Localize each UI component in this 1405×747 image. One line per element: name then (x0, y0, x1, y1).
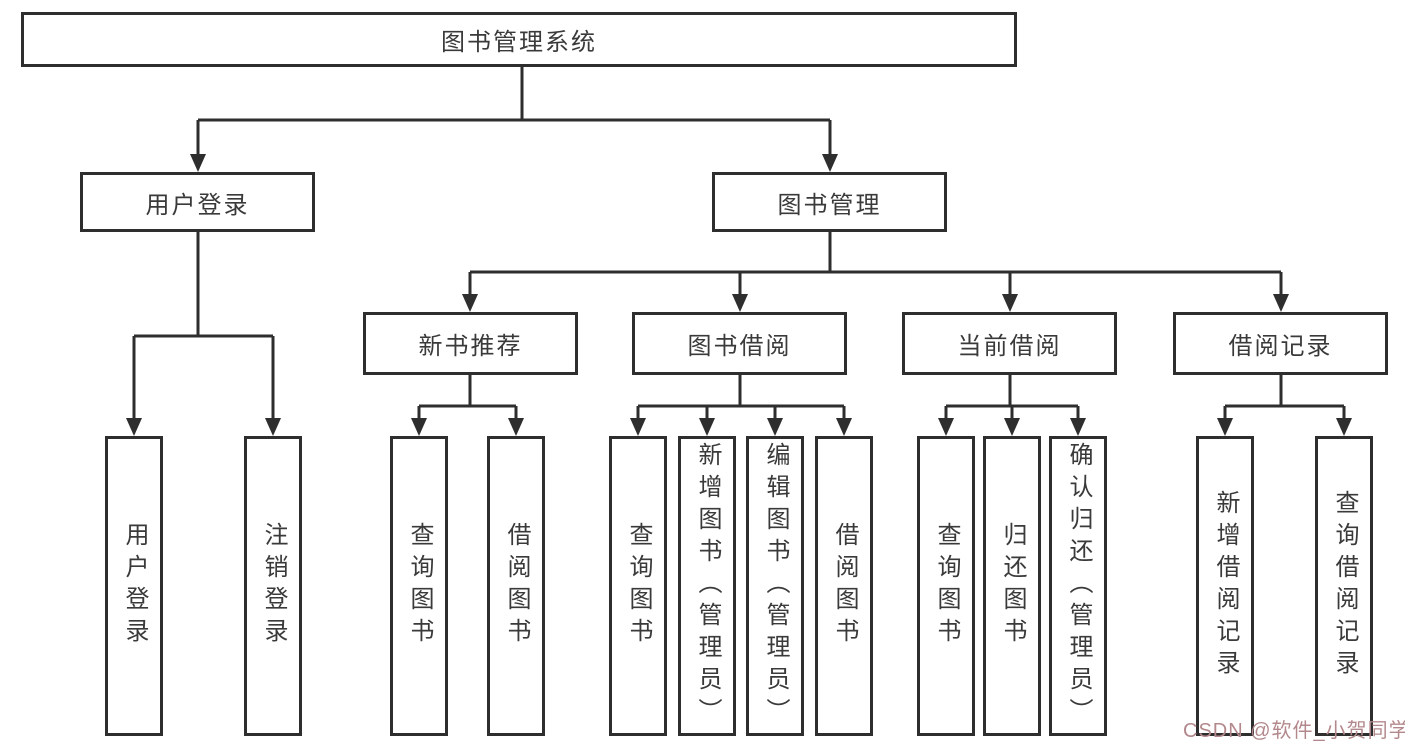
leaf-edit-book-admin: 编辑图书（管理员） (746, 436, 804, 736)
leaf-borrow-books-recommend: 借阅图书 (487, 436, 545, 736)
node-borrow-records: 借阅记录 (1173, 312, 1388, 375)
node-user-login: 用户登录 (80, 172, 315, 232)
leaf-query-books-current: 查询图书 (917, 436, 975, 736)
node-book-borrow: 图书借阅 (632, 312, 847, 375)
leaf-confirm-return-admin: 确认归还（管理员） (1049, 436, 1107, 736)
leaf-query-borrow-record: 查询借阅记录 (1315, 436, 1373, 736)
leaf-logout: 注销登录 (244, 436, 302, 736)
csdn-watermark: CSDN @软件_小贺同学 (1183, 720, 1405, 742)
leaf-add-book-admin: 新增图书（管理员） (678, 436, 736, 736)
node-new-book-recommend: 新书推荐 (363, 312, 578, 375)
node-book-management: 图书管理 (712, 172, 947, 232)
leaf-add-borrow-record: 新增借阅记录 (1196, 436, 1254, 736)
leaf-return-books: 归还图书 (983, 436, 1041, 736)
leaf-borrow-books: 借阅图书 (815, 436, 873, 736)
arrowheads (126, 154, 1352, 436)
leaf-user-login: 用户登录 (105, 436, 163, 736)
leaf-query-books-borrow: 查询图书 (609, 436, 667, 736)
leaf-query-books-recommend: 查询图书 (390, 436, 448, 736)
node-current-borrow: 当前借阅 (902, 312, 1117, 375)
root-node-book-management-system: 图书管理系统 (21, 12, 1017, 67)
